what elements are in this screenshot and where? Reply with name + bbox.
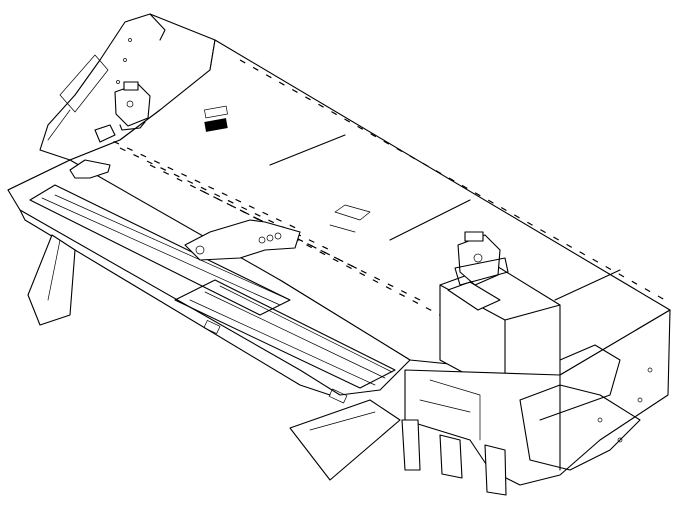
right-housing xyxy=(439,264,561,396)
hinge-linkage xyxy=(184,219,301,261)
right-gearbox xyxy=(454,231,509,286)
left-brackets xyxy=(69,105,228,179)
right-side-frame xyxy=(404,309,671,486)
rear-legs xyxy=(401,419,507,496)
left-gearbox xyxy=(114,81,151,131)
right-deflector xyxy=(289,399,401,481)
front-wing-panel xyxy=(7,159,411,404)
left-deflector xyxy=(27,234,76,326)
